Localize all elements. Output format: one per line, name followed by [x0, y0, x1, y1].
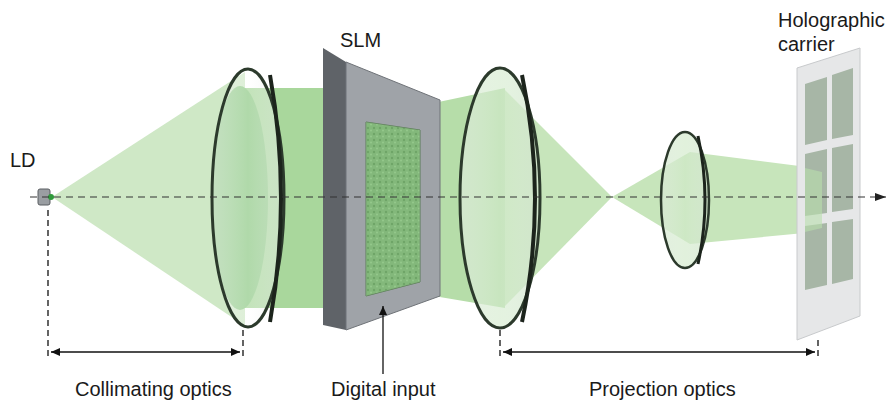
collimating-lens: [212, 69, 284, 327]
part-label: Holographic carrier: [778, 8, 888, 56]
part-label: LD: [10, 148, 36, 172]
part-label: SLM: [340, 28, 381, 52]
dimension-label: Collimating optics: [75, 377, 232, 401]
slm-active-area: [366, 122, 420, 296]
dimension-lines: [48, 210, 818, 374]
lens-edge: [270, 75, 281, 322]
optical-axis: [30, 196, 886, 197]
holographic-carrier-plate: [797, 48, 860, 340]
beam-spot: [805, 168, 822, 232]
lens-edge: [522, 75, 535, 322]
projection-lens-2: [661, 132, 709, 268]
lens-edge: [698, 136, 705, 264]
slm-side: [323, 48, 346, 330]
beam-in-lens: [661, 132, 709, 268]
projection-lens-1: [460, 68, 540, 328]
hologram-grid: [805, 68, 853, 290]
beam-in-lens: [460, 68, 540, 328]
dimension-label: Projection optics: [589, 377, 736, 401]
input-label: Digital input: [331, 377, 436, 401]
slm-panel: [346, 62, 440, 330]
slm-light: [366, 122, 420, 296]
